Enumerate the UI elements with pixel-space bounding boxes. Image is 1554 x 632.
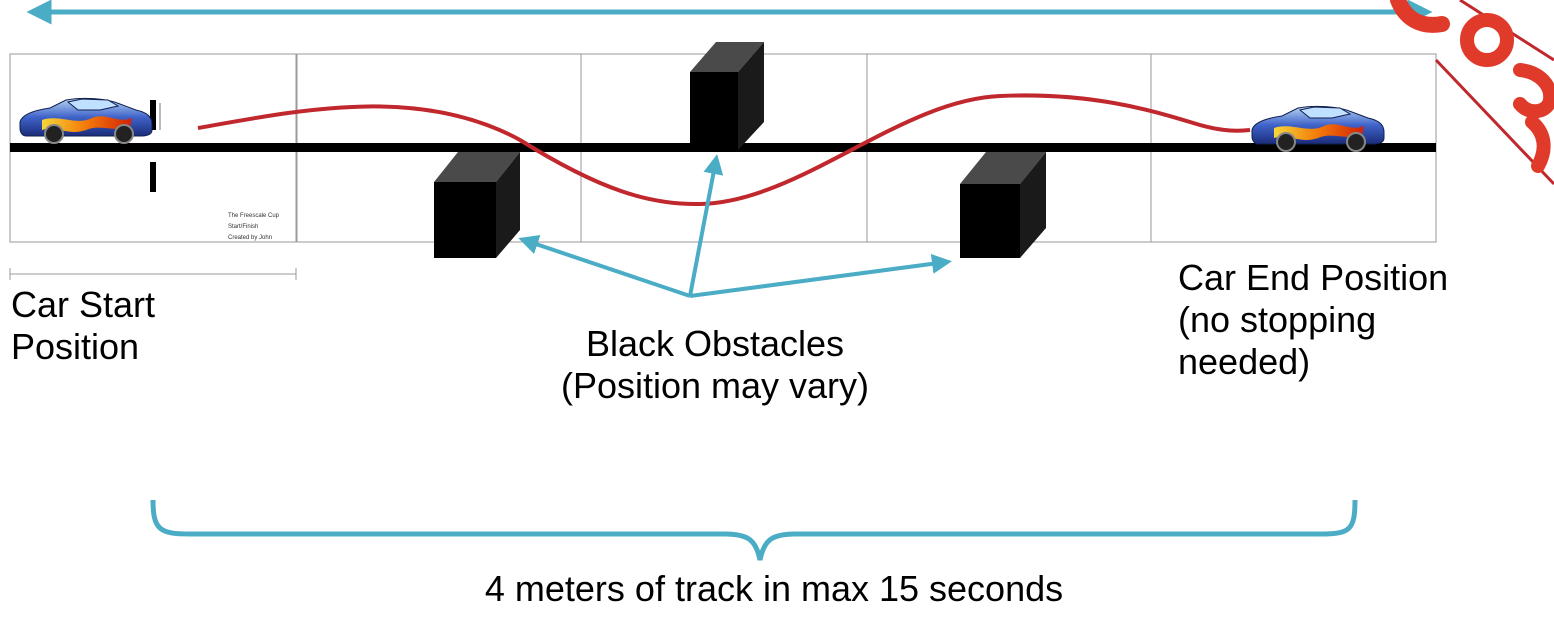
obstacle-cube <box>690 42 764 150</box>
obstacles-label: Black Obstacles (Position may vary) <box>560 323 870 406</box>
start-gate-marker <box>150 100 156 130</box>
track-length-label: 4 meters of track in max 15 seconds <box>484 568 1064 609</box>
car-path <box>197 93 1251 207</box>
car-end-label: Car End Position (no stopping needed) <box>1178 257 1449 382</box>
car-start-label: Car Start Position <box>11 284 156 367</box>
race-car-icon <box>1251 105 1385 152</box>
start-gate-marker <box>150 162 156 192</box>
track-length-brace <box>150 499 1358 561</box>
sheet-caption-1: The Freescale Cup <box>228 213 280 219</box>
obstacle-cube <box>960 152 1046 258</box>
obstacle-pointer-arrows <box>518 154 952 298</box>
red-stamp-logo <box>1390 0 1554 186</box>
race-car-icon <box>19 97 153 144</box>
sheet-caption-3: Created by John <box>228 235 272 241</box>
obstacle-cube <box>434 152 520 258</box>
sheet-caption-2: Start/Finish <box>228 224 258 230</box>
